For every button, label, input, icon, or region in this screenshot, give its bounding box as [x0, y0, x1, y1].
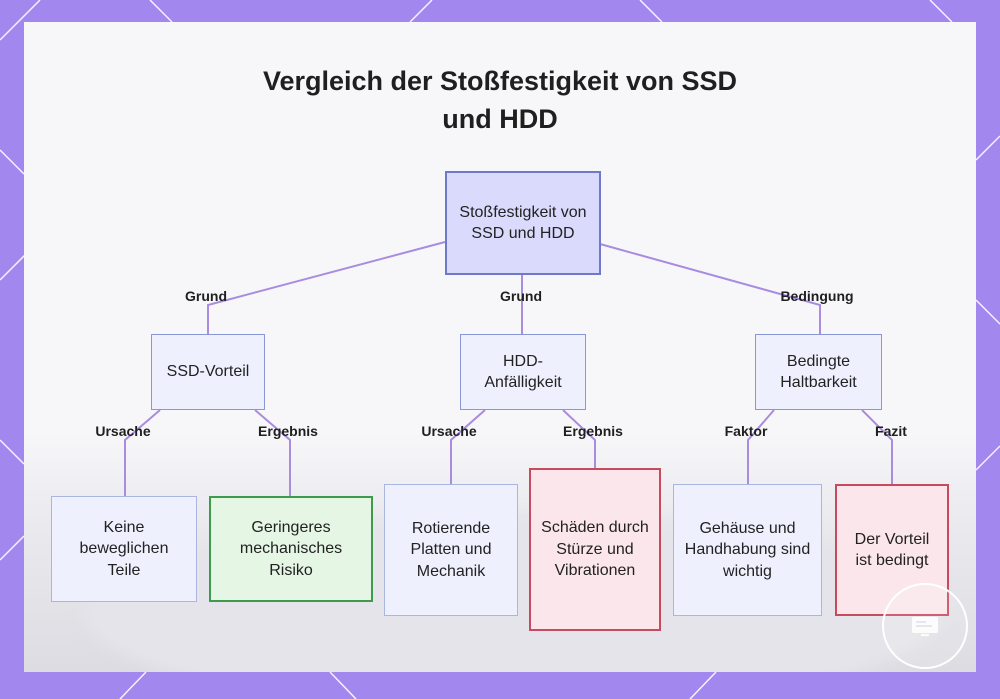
- edge-root-bedingt: [599, 243, 821, 334]
- edge-label-ursache-ssd: Ursache: [95, 423, 151, 439]
- node-bedingte-haltbarkeit-label: Bedingte Haltbarkeit: [780, 352, 857, 392]
- logo-glyph-icon: [912, 617, 938, 636]
- title-line-2: und HDD: [442, 104, 558, 134]
- edge-ssd-ursache: [124, 409, 161, 496]
- edge-bedingt-fazit: [861, 409, 893, 484]
- edge-label-faktor: Faktor: [724, 423, 768, 439]
- node-gehaeuse-handhabung-label: Gehäuse und Handhabung sind wichtig: [684, 519, 811, 580]
- node-keine-beweglichen-teile-label: Keine beweglichen Teile: [79, 518, 169, 579]
- node-geringeres-risiko: Geringeres mechanisches Risiko: [209, 496, 373, 602]
- node-ssd-vorteil-label: SSD-Vorteil: [166, 363, 250, 381]
- root-node-label: Stoßfestigkeit von SSD und HDD: [459, 203, 587, 243]
- node-schaeden-label: Schäden durch Stürze und Vibrationen: [541, 519, 649, 580]
- edge-label-grund-hdd: Grund: [500, 288, 542, 304]
- edge-label-bedingung: Bedingung: [780, 288, 854, 304]
- node-hdd-anfaelligkeit: HDD-Anfälligkeit: [460, 334, 586, 410]
- edge-label-ursache-hdd: Ursache: [421, 423, 477, 439]
- node-schaeden: Schäden durch Stürze und Vibrationen: [529, 468, 661, 631]
- node-ssd-vorteil: SSD-Vorteil: [151, 334, 265, 410]
- edge-hdd-ergebnis: [562, 409, 596, 468]
- root-node: Stoßfestigkeit von SSD und HDD: [445, 171, 601, 275]
- edge-bedingt-faktor: [747, 409, 775, 484]
- node-keine-beweglichen-teile: Keine beweglichen Teile: [51, 496, 197, 602]
- edge-label-fazit: Fazit: [875, 423, 907, 439]
- page-title: Vergleich der Stoßfestigkeit von SSD und…: [200, 62, 800, 138]
- edge-root-ssd: [207, 241, 446, 334]
- edge-label-ergebnis-ssd: Ergebnis: [258, 423, 318, 439]
- node-vorteil-bedingt-label: Der Vorteil ist bedingt: [854, 530, 930, 570]
- title-line-1: Vergleich der Stoßfestigkeit von SSD: [262, 66, 738, 96]
- edge-label-grund-ssd: Grund: [185, 288, 227, 304]
- node-hdd-anfaelligkeit-label: HDD-Anfälligkeit: [484, 352, 562, 392]
- node-rotierende-platten: Rotierende Platten und Mechanik: [384, 484, 518, 616]
- edge-ssd-ergebnis: [254, 409, 291, 496]
- node-geringeres-risiko-label: Geringeres mechanisches Risiko: [239, 518, 343, 579]
- edge-label-ergebnis-hdd: Ergebnis: [563, 423, 623, 439]
- node-bedingte-haltbarkeit: Bedingte Haltbarkeit: [755, 334, 882, 410]
- node-gehaeuse-handhabung: Gehäuse und Handhabung sind wichtig: [673, 484, 822, 616]
- edge-hdd-ursache: [450, 409, 486, 484]
- slides-logo-icon: [882, 583, 968, 669]
- node-rotierende-platten-label: Rotierende Platten und Mechanik: [410, 519, 492, 580]
